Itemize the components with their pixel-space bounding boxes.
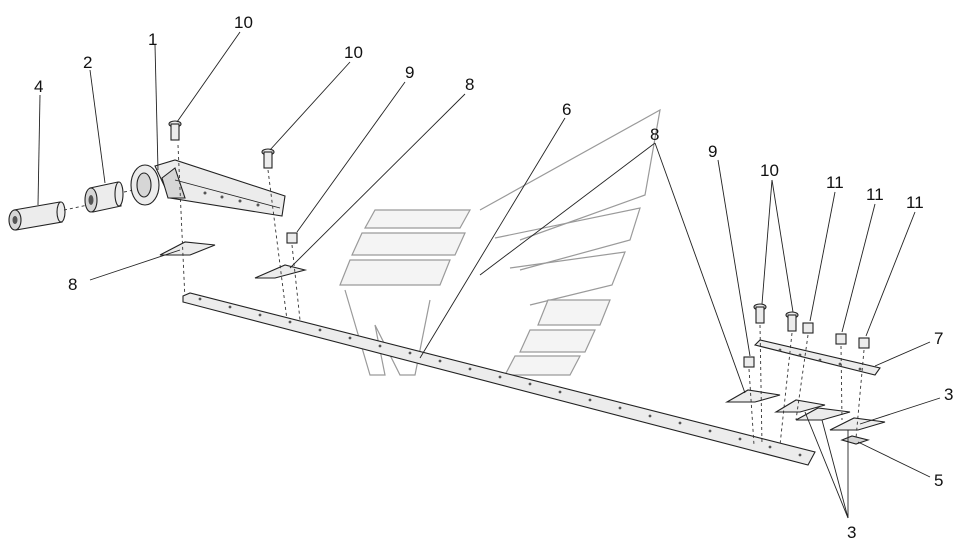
guard-8-left xyxy=(159,241,216,256)
bolt-10-mid xyxy=(261,148,275,169)
leader-lines xyxy=(37,31,941,519)
callout-9-right: 9 xyxy=(708,142,717,161)
callout-labels: 1 2 4 10 10 9 8 6 8 8 9 10 11 11 11 7 3 … xyxy=(34,13,953,542)
part-5-plate xyxy=(840,435,870,445)
part-7-plate xyxy=(753,339,881,376)
callout-3-right: 3 xyxy=(944,385,953,404)
callout-11-b: 11 xyxy=(866,185,884,204)
callout-9-left: 9 xyxy=(405,63,414,82)
guard-8-right xyxy=(724,389,781,403)
nut-11-b xyxy=(835,333,847,345)
bolt-10-left xyxy=(168,120,182,141)
bolt-10-right-a xyxy=(753,303,767,324)
section-3-a xyxy=(774,399,826,413)
callout-10-right: 10 xyxy=(760,161,779,180)
watermark-logo xyxy=(339,108,661,376)
callout-2: 2 xyxy=(83,53,92,72)
callout-6: 6 xyxy=(562,100,571,119)
part-6-knife-bar xyxy=(182,292,816,466)
nut-11-a xyxy=(802,322,814,334)
nut-9-right xyxy=(743,356,755,368)
callout-4: 4 xyxy=(34,77,43,96)
part-1-arm xyxy=(130,159,286,217)
callout-10-left: 10 xyxy=(234,13,253,32)
callout-8-left: 8 xyxy=(68,275,77,294)
callout-3-bottom: 3 xyxy=(847,523,856,542)
callout-7: 7 xyxy=(934,329,943,348)
section-3-b xyxy=(795,407,851,421)
callout-10-mid: 10 xyxy=(344,43,363,62)
callout-1: 1 xyxy=(148,30,157,49)
part-4-sleeve xyxy=(8,201,66,231)
bar-holes xyxy=(198,297,802,457)
callout-5: 5 xyxy=(934,471,943,490)
nut-9-left xyxy=(286,232,298,244)
callout-8-mid: 8 xyxy=(465,75,474,94)
callout-11-c: 11 xyxy=(906,193,924,212)
callout-8-right: 8 xyxy=(650,125,659,144)
bolt-10-right-b xyxy=(785,311,799,332)
nut-11-c xyxy=(858,337,870,349)
part-2-bushing xyxy=(84,181,124,213)
guard-8-mid xyxy=(254,264,308,279)
callout-11-a: 11 xyxy=(826,173,844,192)
